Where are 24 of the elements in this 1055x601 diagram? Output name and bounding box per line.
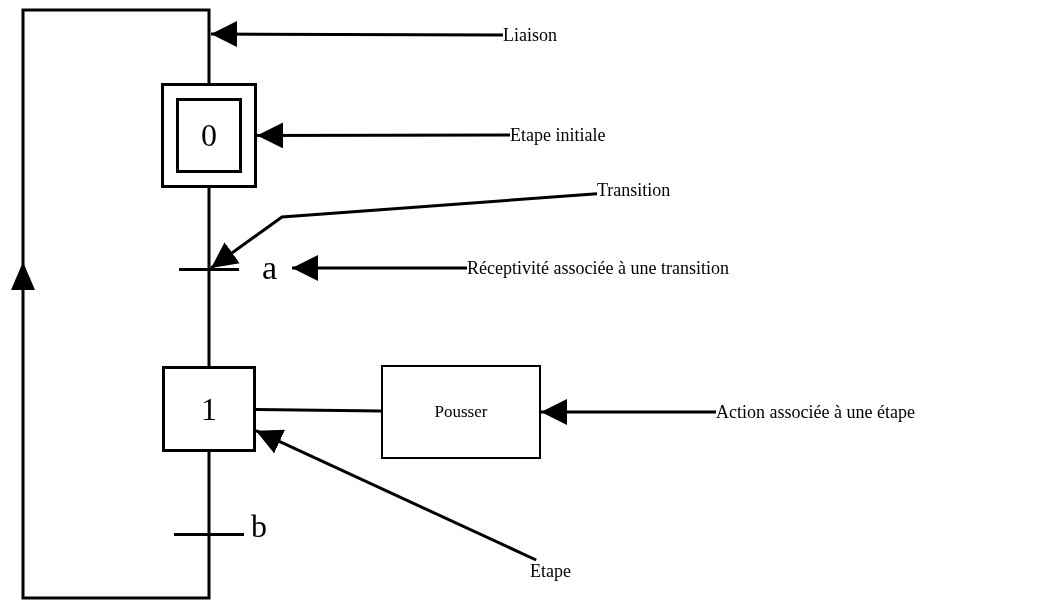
annotation-label: Liaison	[503, 24, 573, 46]
annotation-label: Etape initiale	[510, 124, 630, 146]
annotation-label: Transition	[597, 179, 697, 201]
leader-arrow	[257, 122, 510, 149]
transition-bar	[174, 533, 244, 536]
leader-arrow	[255, 429, 537, 562]
annotation-label: Réceptivité associée à une transition	[467, 257, 777, 279]
connector-line	[207, 271, 211, 366]
receptivity-label: a	[262, 248, 292, 288]
initial-step-box: 0	[161, 83, 257, 188]
annotation-label: Etape	[530, 560, 590, 582]
transition-bar	[179, 268, 239, 271]
leader-arrow	[292, 255, 467, 281]
action-box: Pousser	[381, 365, 541, 459]
step-box: 1	[162, 366, 256, 452]
leader-arrow	[210, 192, 598, 270]
leader-arrow	[541, 399, 716, 425]
connector-line	[256, 408, 382, 413]
connector-line	[207, 188, 211, 268]
connector-line	[207, 452, 211, 533]
receptivity-label: b	[251, 510, 267, 542]
loop-arrow	[11, 8, 211, 600]
annotation-label: Action associée à une étape	[716, 401, 1036, 423]
leader-arrow	[211, 21, 503, 48]
